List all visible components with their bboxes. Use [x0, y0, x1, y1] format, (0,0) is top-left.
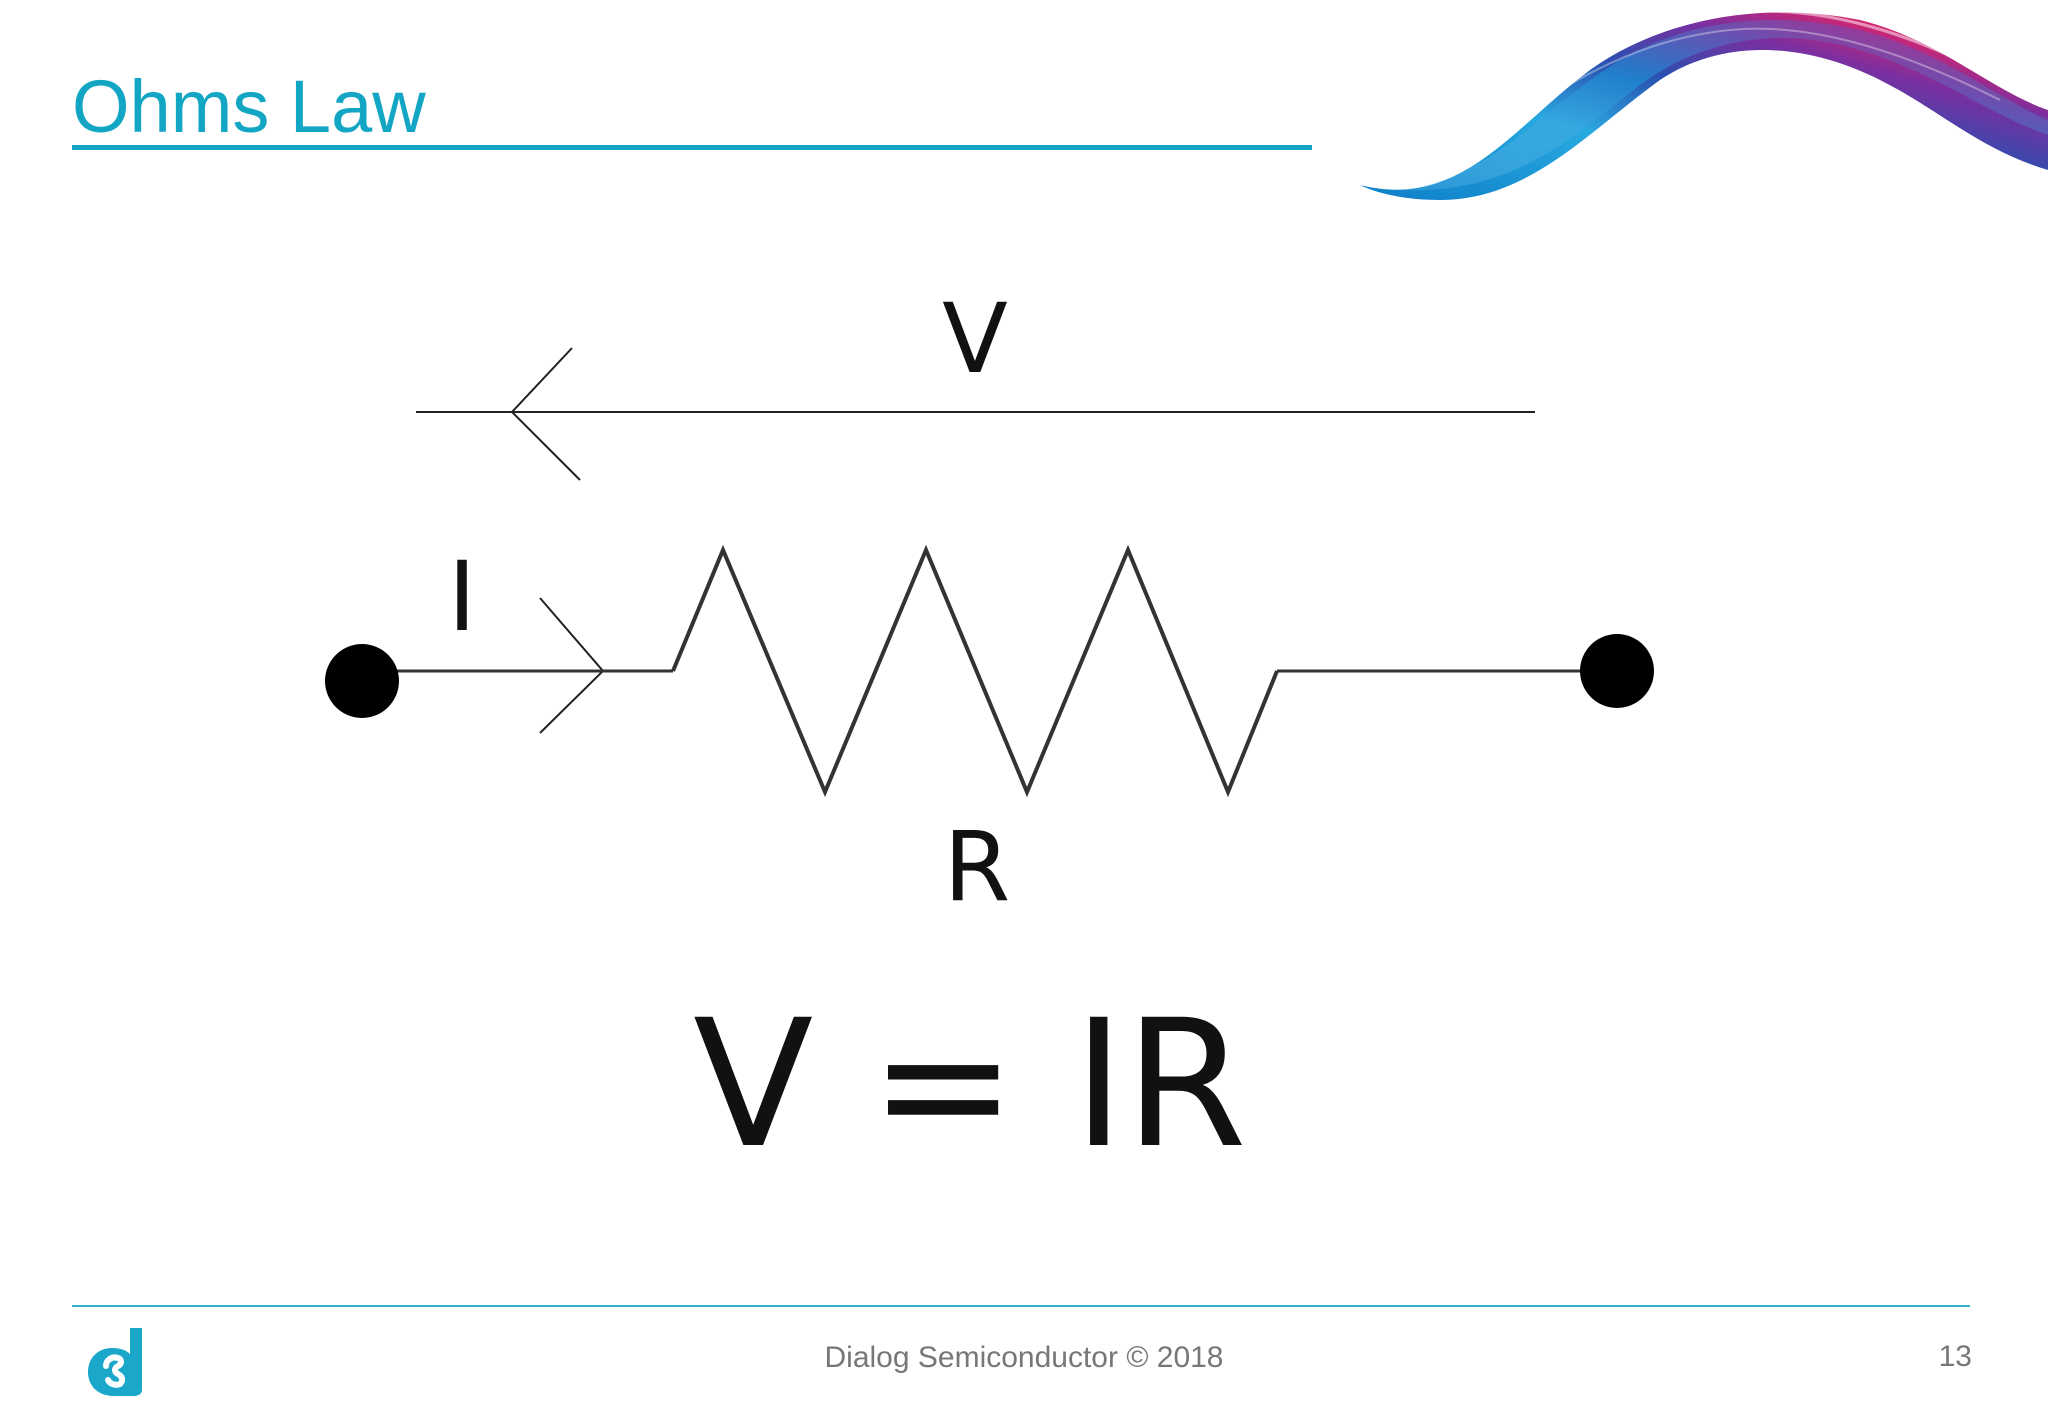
footer-copyright: Dialog Semiconductor © 2018 [824, 1341, 1224, 1374]
page-number: 13 [1938, 1340, 1972, 1373]
ohms-law-equation: V = IR [693, 982, 1247, 1187]
resistor-symbol [671, 544, 1279, 798]
voltage-arrow-head [510, 347, 581, 481]
title-underline [72, 145, 1312, 150]
right-terminal [1580, 634, 1654, 708]
dialog-logo-icon [88, 1328, 142, 1396]
voltage-label: V [942, 283, 1008, 395]
current-arrow-head [539, 597, 605, 734]
left-terminal [325, 644, 399, 718]
slide-title: Ohms Law [72, 65, 426, 148]
resistance-label: R [944, 811, 1011, 923]
current-label: I [448, 541, 476, 653]
decorative-wave-graphic [1360, 9, 2048, 200]
footer-divider [72, 1305, 1970, 1307]
